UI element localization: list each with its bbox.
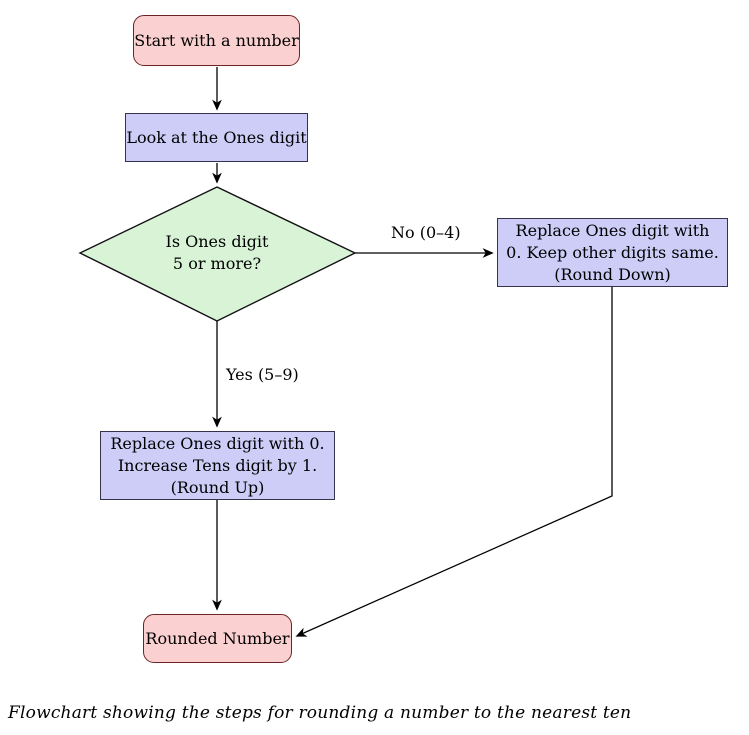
figure-caption: Flowchart showing the steps for rounding… [8,703,632,723]
round-up-line-1: Replace Ones digit with 0. [110,433,325,453]
edge-label-no: No (0–4) [391,223,461,242]
node-look-label: Look at the Ones digit [126,127,307,147]
node-start-label: Start with a number [134,30,299,50]
edge-label-yes: Yes (5–9) [226,365,299,384]
node-start: Start with a number [133,15,300,66]
round-down-line-2: 0. Keep other digits same. [506,242,719,262]
round-up-line-3: (Round Up) [170,477,265,497]
node-look-at-ones: Look at the Ones digit [125,113,308,162]
node-decision: Is Ones digit 5 or more? [117,231,317,275]
node-round-up: Replace Ones digit with 0. Increase Tens… [100,431,335,500]
round-up-line-2: Increase Tens digit by 1. [117,455,318,475]
node-round-down: Replace Ones digit with 0. Keep other di… [497,218,728,287]
node-rounded-number: Rounded Number [143,614,292,663]
decision-line-2: 5 or more? [172,254,262,273]
round-down-line-3: (Round Down) [554,264,671,284]
decision-line-1: Is Ones digit [165,232,269,251]
edge-rounddown-to-rounded [295,287,613,637]
round-down-line-1: Replace Ones digit with [515,220,710,240]
node-rounded-label: Rounded Number [145,628,290,648]
